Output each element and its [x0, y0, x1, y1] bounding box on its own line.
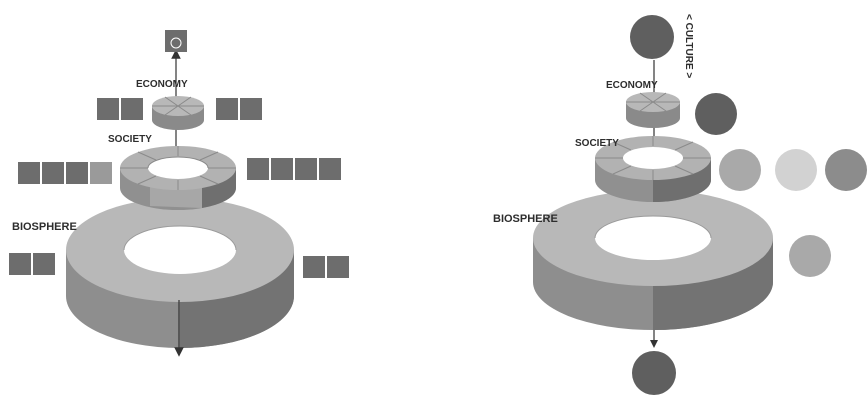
left-economy-goal-tiles-left: [97, 98, 143, 120]
left-economy-goal-tiles-right: [216, 98, 262, 120]
right-axis-down-arrowhead: [650, 340, 658, 348]
right-top-circle: [630, 15, 674, 59]
left-society-label: SOCIETY: [108, 134, 152, 145]
right-society-label: SOCIETY: [575, 138, 619, 149]
right-bottom-circle: [632, 351, 676, 395]
right-economy-disc: [626, 92, 680, 128]
right-biosphere-ring: [533, 190, 773, 330]
right-society-ring: [595, 136, 711, 202]
right-diagram: < CULTURE > ECONOMY SOCIETY BIOSPHERE: [493, 14, 867, 395]
right-biosphere-circle: [789, 235, 831, 277]
right-society-circle-3: [825, 149, 867, 191]
right-culture-label: < CULTURE >: [683, 14, 694, 78]
right-economy-label: ECONOMY: [606, 80, 658, 91]
left-economy-disc: [152, 96, 204, 130]
left-biosphere-ring: [66, 198, 294, 348]
left-top-goal-tile: [165, 30, 187, 52]
left-economy-label: ECONOMY: [136, 79, 188, 90]
right-society-circle-1: [719, 149, 761, 191]
left-society-goal-tiles-right: [247, 158, 341, 180]
left-biosphere-label: BIOSPHERE: [12, 221, 77, 233]
left-society-ring: [120, 146, 236, 210]
left-diagram: ECONOMY SOCIETY BIOSPHERE: [9, 30, 349, 357]
right-society-circle-2: [775, 149, 817, 191]
left-biosphere-goal-tiles-left: [9, 253, 55, 275]
right-economy-circle: [695, 93, 737, 135]
left-biosphere-goal-tiles-right: [303, 256, 349, 278]
right-biosphere-label: BIOSPHERE: [493, 213, 558, 225]
left-society-goal-tiles-left: [18, 162, 112, 184]
